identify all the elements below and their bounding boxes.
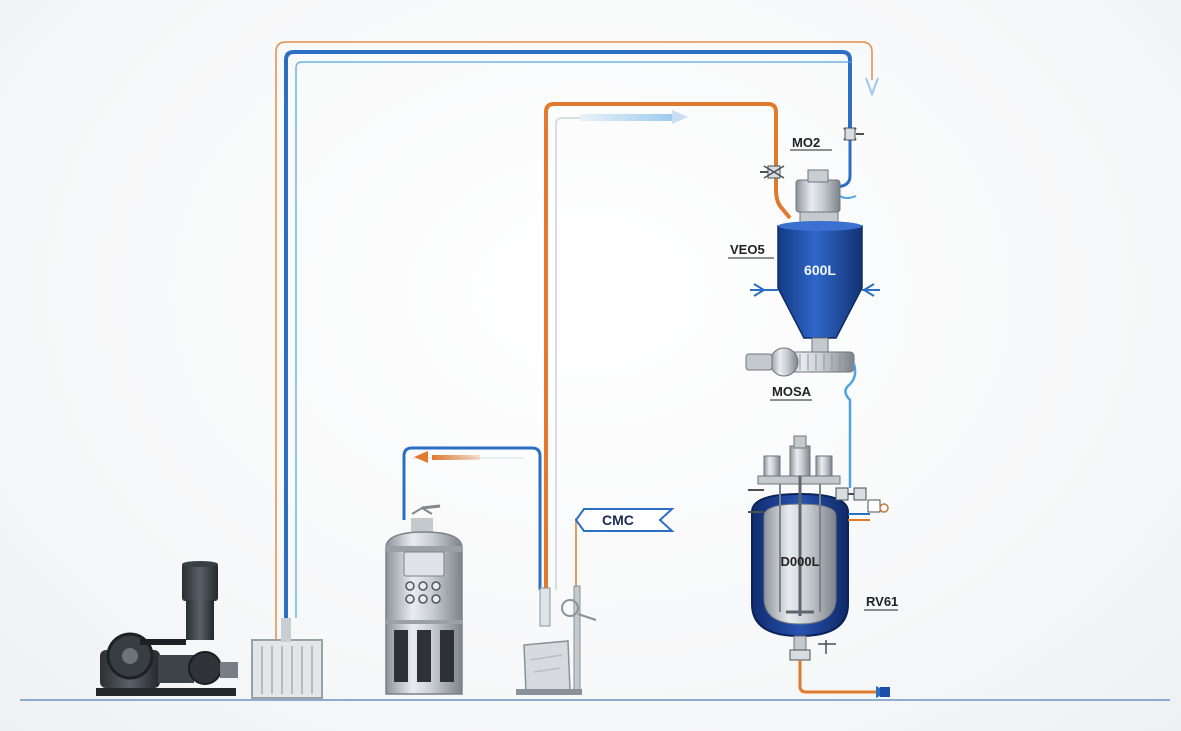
screw-feeder: MOSA — [745, 347, 855, 401]
roots-blower — [96, 561, 238, 696]
reactor-volume-label: D000L — [780, 554, 819, 569]
top-valve-label: MO2 — [792, 135, 820, 150]
cmc-flag-shape — [574, 508, 675, 532]
main-conveying-line-orange — [275, 41, 873, 640]
top-valve: MO2 — [790, 127, 864, 192]
tank-display-panel — [403, 551, 445, 577]
flow-arrow-right-bar — [580, 114, 676, 121]
cmc-feed-line-orange — [544, 102, 792, 588]
valve-icon — [853, 487, 867, 501]
reactor-outlet-line — [798, 660, 876, 694]
pressure-gauge-icon — [879, 503, 889, 513]
reactor-vessel: D000L — [748, 435, 889, 661]
hopper-filter-head — [795, 179, 841, 213]
reactor-tag-label: RV61 — [866, 594, 898, 609]
filter-box — [251, 618, 323, 699]
return-arrow-icon — [865, 77, 879, 97]
filter-box-body — [251, 639, 323, 699]
reactor-tag: RV61 — [864, 594, 898, 611]
reactor-agitator-drive — [789, 445, 811, 477]
cmc-bag-station — [516, 518, 597, 695]
flow-arrow-left-icon — [414, 451, 428, 463]
reactor-bottom-valve — [789, 649, 811, 661]
hopper-volume-label: 600L — [804, 262, 836, 278]
hopper-tag: VEO5 — [728, 242, 774, 259]
main-conveying-line-blue — [284, 50, 852, 618]
blower-base — [96, 688, 236, 696]
cmc-station-base — [516, 689, 582, 695]
cmc-flag-label: CMC — [602, 512, 634, 528]
valve-icon — [835, 487, 849, 501]
tank-window-3 — [440, 630, 454, 682]
tank-window-2 — [417, 630, 431, 682]
feeder-to-reactor-line — [844, 363, 857, 488]
flow-arrow-right-icon — [672, 110, 688, 124]
blower-silencer-body — [186, 600, 214, 640]
tank-buttons — [405, 581, 441, 604]
cmc-feed-line-return — [555, 117, 580, 590]
reactor-side-valves — [748, 487, 889, 513]
valve-icon — [844, 127, 856, 141]
hopper-tag-label: VEO5 — [730, 242, 765, 257]
cmc-flag: CMC — [574, 508, 675, 532]
hopper-inlet-valve — [760, 165, 785, 179]
cmc-bag — [523, 640, 571, 693]
flow-arrow-left-bar — [432, 455, 480, 460]
blower-silencer-top — [182, 563, 218, 601]
screw-feeder-motor — [769, 347, 799, 377]
tank-feed-line-blue — [402, 446, 542, 590]
stainless-tank — [385, 504, 463, 695]
tank-window-1 — [394, 630, 408, 682]
hopper-body — [777, 225, 863, 339]
screw-feeder-label: MOSA — [772, 384, 812, 399]
receiving-hopper: 600L — [750, 169, 880, 353]
main-conveying-line-lightblue — [295, 61, 852, 618]
